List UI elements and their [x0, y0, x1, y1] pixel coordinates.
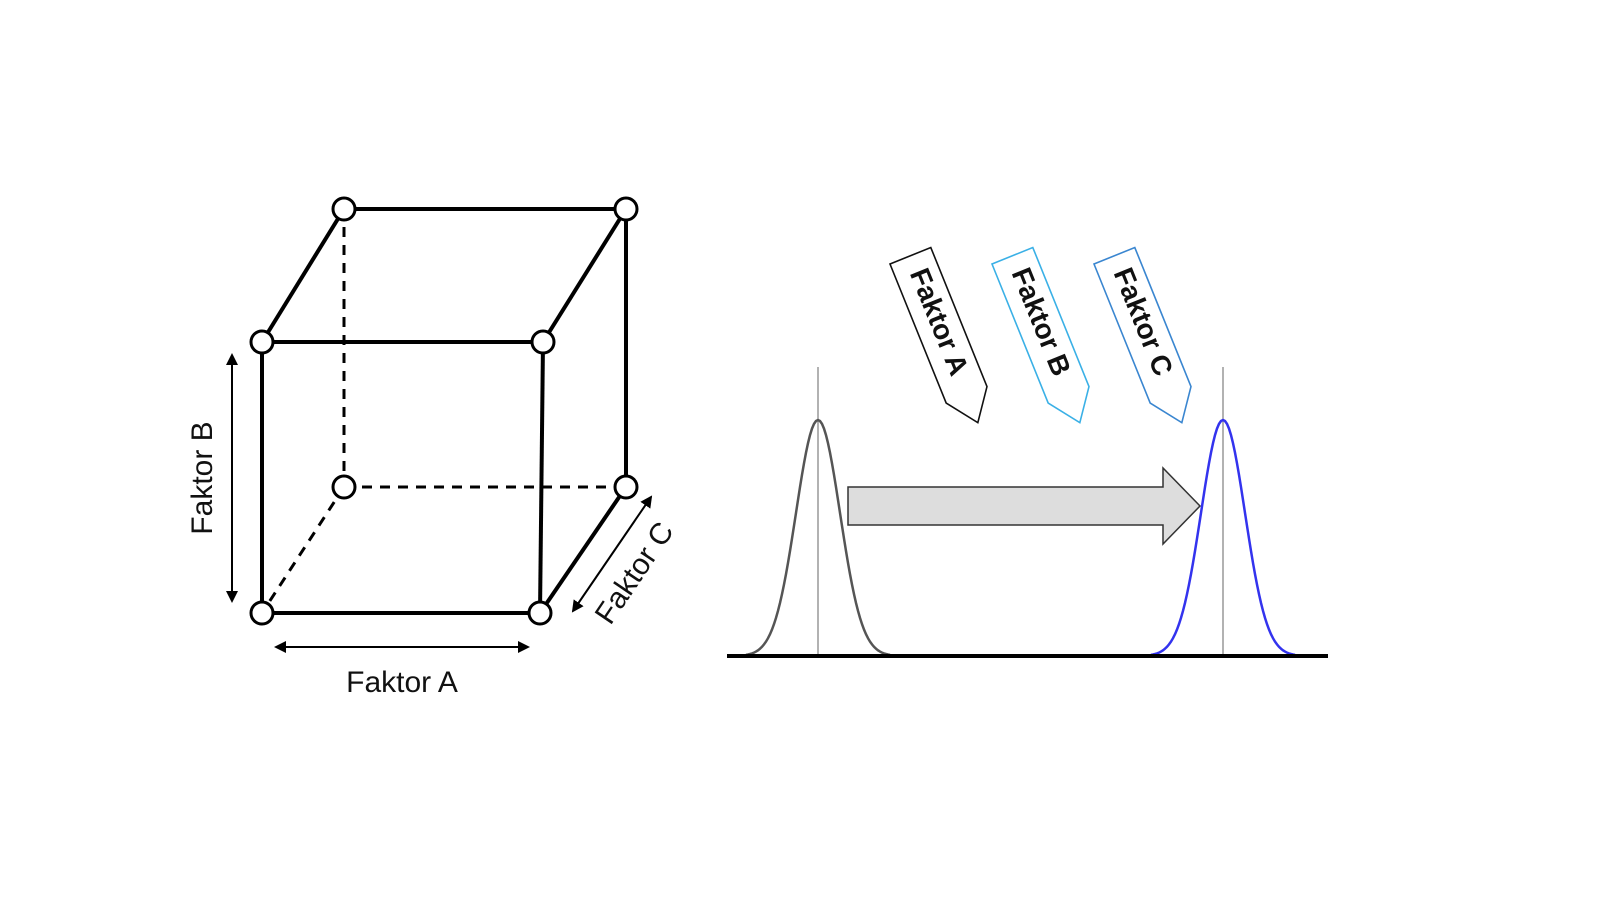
cube-node: [249, 329, 275, 355]
cube-node: [331, 196, 357, 222]
cube-edge-top-left-diagonal: [260, 207, 346, 344]
cube-hidden-edge-bottom-diagonal: [260, 486, 346, 614]
cube-node: [613, 196, 639, 222]
distribution-curve-after: [1150, 418, 1296, 657]
cube-edge-front-right: [538, 341, 545, 614]
factor-c-arrow: [571, 495, 653, 613]
factor-c-label: Faktor C: [589, 516, 681, 630]
cube-diagram: Faktor A Faktor B Faktor C: [186, 196, 681, 699]
factor-b-label: Faktor B: [186, 421, 219, 534]
cube-node: [331, 474, 357, 500]
cube-node: [613, 474, 639, 500]
factor-tag-a: Faktor A: [888, 246, 988, 424]
cube-node: [249, 600, 275, 626]
factor-tag-shape: [1092, 246, 1192, 424]
distribution-curve-before: [745, 418, 891, 657]
factor-tag-b: Faktor B: [990, 246, 1090, 424]
cube-node: [527, 600, 553, 626]
shift-diagram: Faktor A Faktor B Faktor C: [727, 246, 1328, 658]
cube-node: [530, 329, 556, 355]
shift-arrow: [847, 466, 1202, 546]
factor-a-label: Faktor A: [346, 666, 458, 699]
factor-tag-shape: [888, 246, 988, 424]
factor-tag-shape: [990, 246, 1090, 424]
factor-tag-c: Faktor C: [1092, 246, 1192, 424]
cube-edge-top-right-diagonal: [541, 207, 628, 344]
